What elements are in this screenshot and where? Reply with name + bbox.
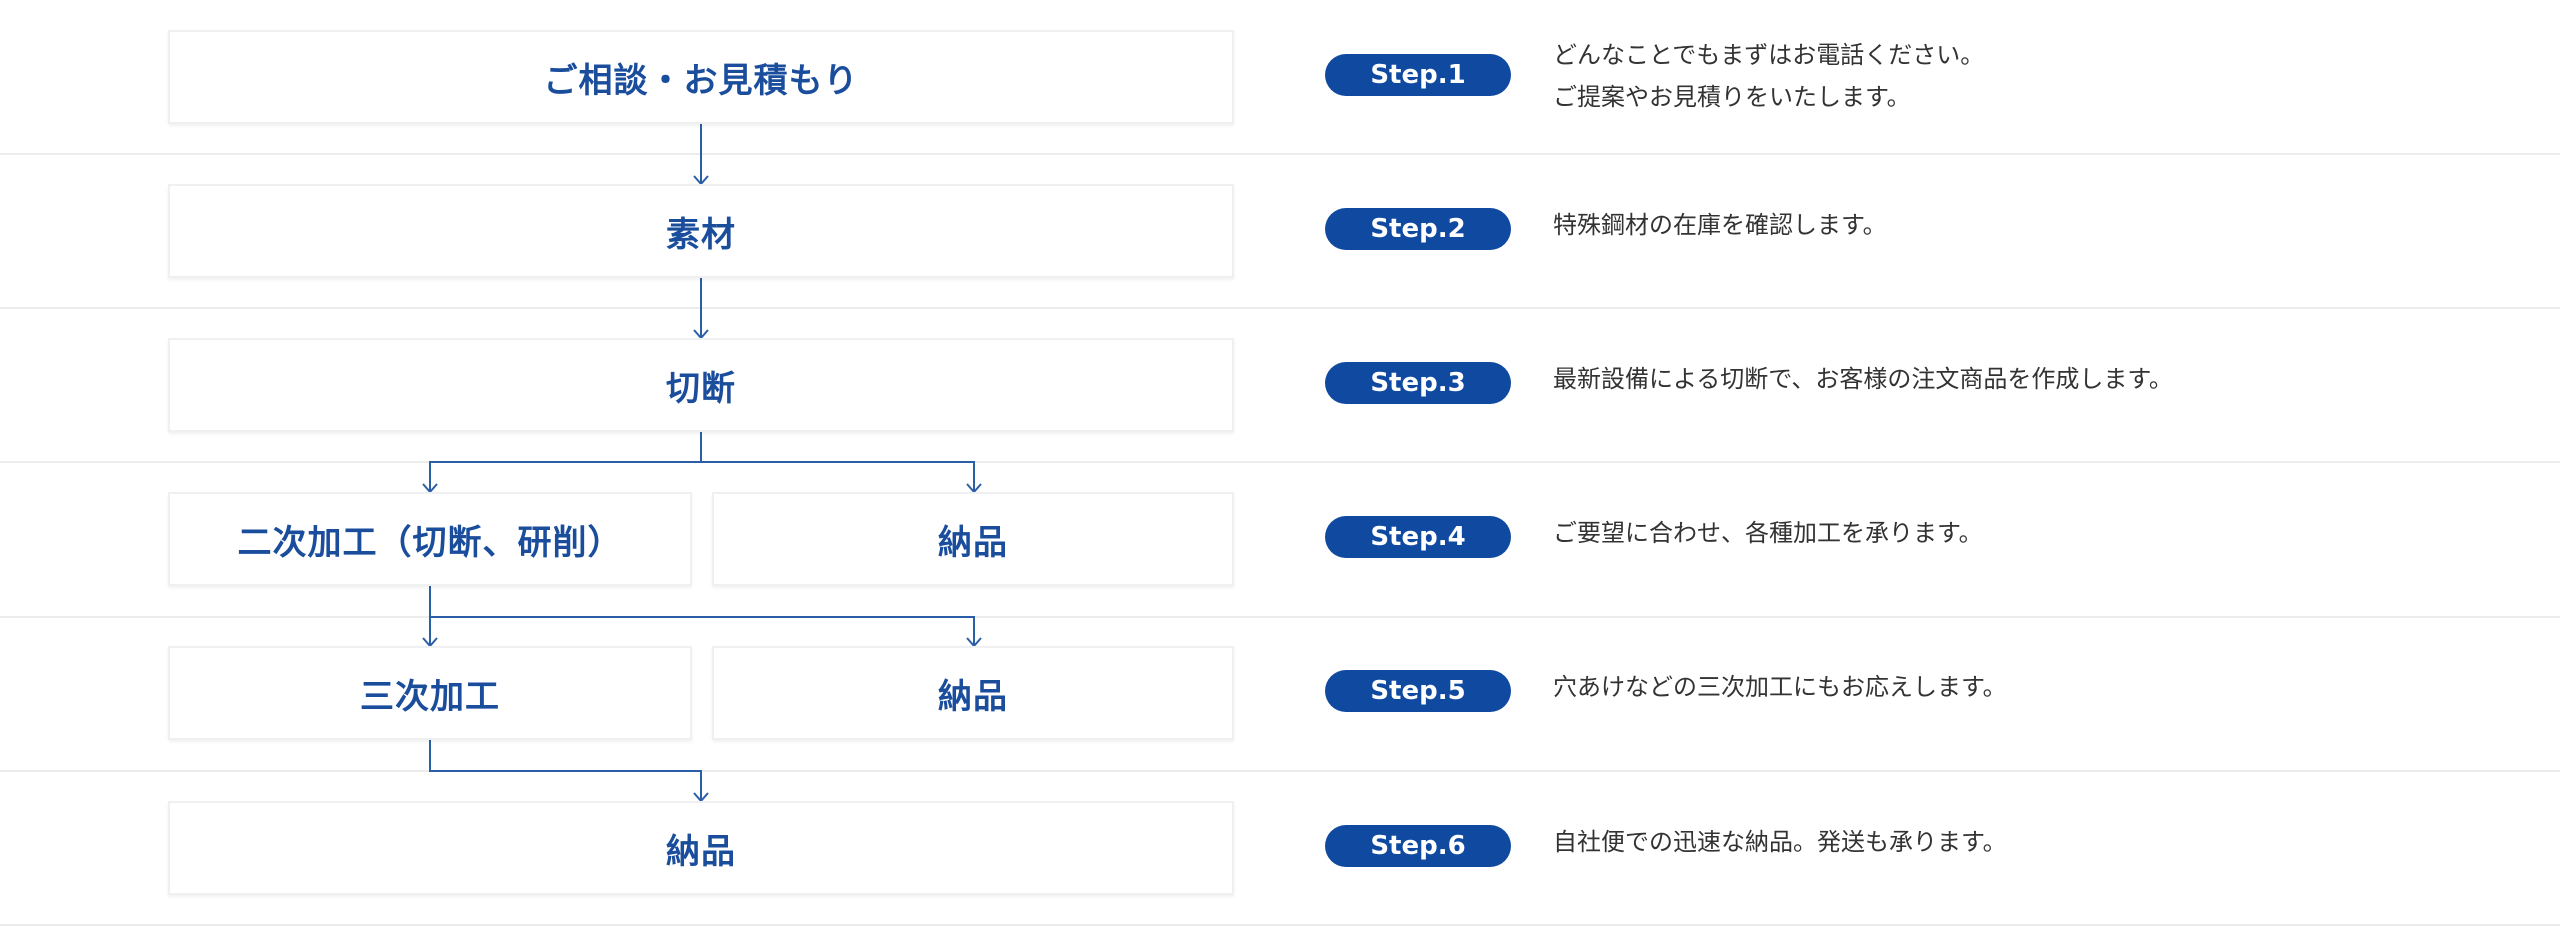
step-description-5: 穴あけなどの三次加工にもお応えします。 (1553, 666, 2533, 708)
row-separator (0, 153, 2560, 155)
step-description-4: ご要望に合わせ、各種加工を承ります。 (1553, 512, 2533, 554)
step-description-line: 自社便での迅速な納品。発送も承ります。 (1553, 828, 2007, 856)
step-badge-6: Step.6 (1325, 825, 1511, 867)
flow-box-consultation: ご相談・お見積もり (168, 30, 1234, 124)
row-separator (0, 924, 2560, 926)
step-description-line: 穴あけなどの三次加工にもお応えします。 (1553, 673, 2007, 701)
step-badge-5: Step.5 (1325, 670, 1511, 712)
step-description-line: ご要望に合わせ、各種加工を承ります。 (1553, 519, 1983, 547)
step-badge-4: Step.4 (1325, 516, 1511, 558)
step-badge-3: Step.3 (1325, 362, 1511, 404)
flow-box-secondary-processing: 二次加工（切断、研削） (168, 492, 692, 586)
connector-3-branch (429, 431, 975, 491)
step-description-3: 最新設備による切断で、お客様の注文商品を作成します。 (1553, 358, 2533, 400)
step-badge-1: Step.1 (1325, 54, 1511, 96)
step-description-line: どんなことでもまずはお電話ください。 (1553, 41, 1985, 69)
connector-4-branch (429, 585, 975, 645)
step-badge-2: Step.2 (1325, 208, 1511, 250)
row-separator (0, 616, 2560, 618)
step-description-2: 特殊鋼材の在庫を確認します。 (1553, 204, 2533, 246)
step-description-line: ご提案やお見積りをいたします。 (1553, 83, 1911, 111)
row-separator (0, 461, 2560, 463)
flow-box-delivery-5: 納品 (712, 646, 1234, 740)
step-description-1: どんなことでもまずはお電話ください。 ご提案やお見積りをいたします。 (1553, 34, 2533, 118)
row-separator (0, 770, 2560, 772)
connector-5-6 (429, 739, 702, 800)
step-description-line: 最新設備による切断で、お客様の注文商品を作成します。 (1553, 365, 2173, 393)
flow-box-material: 素材 (168, 184, 1234, 278)
step-description-6: 自社便での迅速な納品。発送も承ります。 (1553, 821, 2533, 863)
row-separator (0, 307, 2560, 309)
flow-box-delivery-final: 納品 (168, 801, 1234, 895)
flow-box-delivery-4: 納品 (712, 492, 1234, 586)
step-description-line: 特殊鋼材の在庫を確認します。 (1553, 211, 1887, 239)
flow-box-cutting: 切断 (168, 338, 1234, 432)
flow-box-tertiary-processing: 三次加工 (168, 646, 692, 740)
